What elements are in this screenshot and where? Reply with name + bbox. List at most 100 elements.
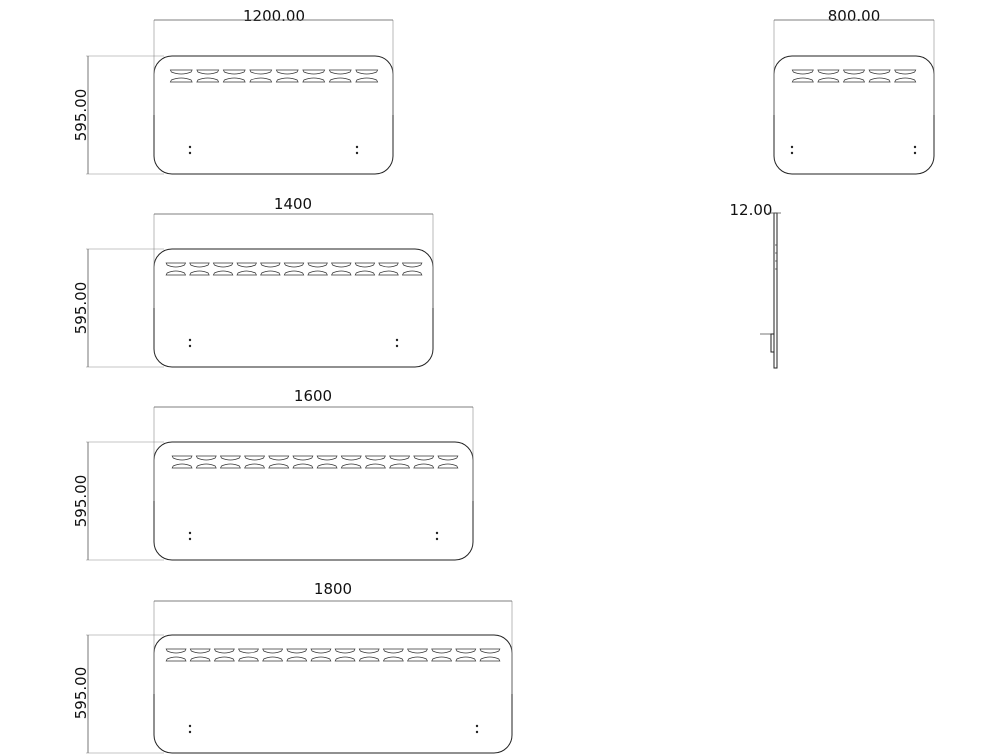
vent-slot-top-p1600-5: [292, 455, 314, 461]
mounting-hole-p1600-1a: [435, 531, 439, 535]
vent-slot-top-p1200-4: [275, 69, 299, 75]
width-dimension-label-1800: 1800: [314, 580, 352, 598]
vent-slot-top-p1400-3: [236, 262, 257, 268]
vent-slot-bottom-p1800-5: [286, 656, 308, 662]
vent-slot-bottom-p1600-3: [244, 463, 266, 469]
vent-slot-top-p1200-0: [169, 69, 193, 75]
vent-slot-top-p1600-10: [413, 455, 435, 461]
vent-slot-bottom-p1200-0: [169, 77, 193, 83]
vent-slot-bottom-p1400-7: [331, 270, 352, 276]
vent-slot-top-p1800-8: [358, 648, 380, 654]
vent-slot-top-p1800-12: [455, 648, 477, 654]
vent-slot-top-p1800-1: [189, 648, 211, 654]
vent-slot-top-p800-0: [791, 69, 814, 75]
vent-slot-top-p1800-13: [479, 648, 501, 654]
vent-slot-top-p1800-10: [407, 648, 428, 654]
vent-slot-bottom-p1800-3: [238, 656, 259, 662]
side-view-bracket: [770, 333, 775, 353]
vent-slot-bottom-p1800-6: [310, 656, 332, 662]
vent-slot-bottom-p1200-3: [249, 77, 273, 83]
mounting-hole-p1600-0b: [188, 537, 192, 541]
vent-slot-top-p1600-8: [364, 455, 386, 461]
mounting-hole-p1400-0b: [188, 344, 192, 348]
vent-slot-bottom-p1600-5: [292, 463, 314, 469]
vent-slot-bottom-p1800-7: [334, 656, 356, 662]
vent-slot-top-p1400-10: [401, 262, 423, 268]
vent-slot-top-p1200-1: [196, 69, 220, 75]
vent-slot-bottom-p1800-1: [189, 656, 211, 662]
vent-slot-top-p1400-7: [331, 262, 352, 268]
vent-slot-bottom-p1600-1: [195, 463, 217, 469]
vent-slot-bottom-p1200-5: [302, 77, 326, 83]
vent-slot-bottom-p1400-1: [189, 270, 210, 276]
vent-slot-top-p1800-3: [238, 648, 259, 654]
vent-slot-top-p800-1: [817, 69, 840, 75]
vent-slot-bottom-p800-3: [868, 77, 891, 83]
mounting-hole-p1600-0a: [188, 531, 192, 535]
thickness-dimension-label: 12.00: [730, 201, 773, 219]
height-dimension-label-1800: 595.00: [72, 667, 90, 720]
mounting-hole-p1800-1a: [475, 724, 479, 728]
mounting-hole-p1200-1b: [355, 151, 359, 155]
vent-slot-bottom-p800-2: [842, 77, 866, 83]
vent-slot-top-p1600-4: [268, 455, 290, 461]
vent-slot-bottom-p1200-1: [196, 77, 220, 83]
vent-slot-top-p800-4: [894, 69, 917, 75]
vent-slot-bottom-p1400-2: [212, 270, 234, 276]
mounting-hole-p800-1a: [913, 145, 917, 149]
vent-slot-top-p1400-2: [212, 262, 234, 268]
vent-slot-top-p1800-2: [213, 648, 235, 654]
vent-slot-bottom-p1800-10: [407, 656, 428, 662]
vent-slot-bottom-p1800-12: [455, 656, 477, 662]
vent-slot-top-p1400-5: [283, 262, 305, 268]
vent-slot-top-p1800-6: [310, 648, 332, 654]
vent-slot-top-p1200-7: [355, 69, 379, 75]
vent-slot-top-p1600-3: [244, 455, 266, 461]
vent-slot-top-p1600-1: [195, 455, 217, 461]
vent-slot-bottom-p1200-7: [355, 77, 379, 83]
vent-slot-top-p1400-4: [260, 262, 281, 268]
width-dimension-label-1200: 1200.00: [243, 7, 305, 25]
vent-slot-top-p1200-3: [249, 69, 273, 75]
vent-slot-bottom-p1600-11: [437, 463, 459, 469]
vent-slot-bottom-p1600-10: [413, 463, 435, 469]
vent-slot-bottom-p1400-9: [378, 270, 399, 276]
vent-slot-bottom-p800-4: [894, 77, 917, 83]
vent-slot-top-p1200-2: [222, 69, 246, 75]
vent-slot-top-p1600-9: [389, 455, 411, 461]
vent-slot-top-p1400-0: [165, 262, 187, 268]
vent-slot-top-p1600-11: [437, 455, 459, 461]
vent-slot-top-p1600-6: [316, 455, 338, 461]
vent-slot-bottom-p1800-4: [262, 656, 284, 662]
vent-slot-top-p1200-5: [302, 69, 326, 75]
vent-slot-bottom-p1400-5: [283, 270, 305, 276]
vent-slot-bottom-p1800-8: [358, 656, 380, 662]
vent-slot-bottom-p1400-10: [401, 270, 423, 276]
drawing-geometry: [86, 19, 935, 754]
vent-slot-bottom-p1600-4: [268, 463, 290, 469]
vent-slot-bottom-p1600-2: [219, 463, 241, 469]
height-dimension-label-1400: 595.00: [72, 282, 90, 335]
panel-outline-p1800: [153, 634, 513, 754]
width-dimension-label-1600: 1600: [294, 387, 332, 405]
mounting-hole-p1400-1b: [395, 344, 399, 348]
mounting-hole-p1400-0a: [188, 338, 192, 342]
vent-slot-bottom-p1800-9: [382, 656, 404, 662]
mounting-hole-p800-0a: [790, 145, 794, 149]
mounting-hole-p1800-1b: [475, 730, 479, 734]
vent-slot-bottom-p1200-6: [328, 77, 352, 83]
mounting-hole-p1600-1b: [435, 537, 439, 541]
vent-slot-top-p1400-6: [307, 262, 328, 268]
vent-slot-bottom-p1400-4: [260, 270, 281, 276]
vent-slot-bottom-p1800-11: [431, 656, 453, 662]
vent-slot-bottom-p1200-4: [275, 77, 299, 83]
vent-slot-top-p1600-0: [171, 455, 193, 461]
vent-slot-bottom-p1600-7: [340, 463, 362, 469]
vent-slot-bottom-p1200-2: [222, 77, 246, 83]
vent-slot-top-p1800-0: [165, 648, 187, 654]
vent-slot-top-p1400-9: [378, 262, 399, 268]
vent-slot-top-p800-3: [868, 69, 891, 75]
vent-slot-top-p1800-9: [382, 648, 404, 654]
vent-slot-bottom-p1400-3: [236, 270, 257, 276]
